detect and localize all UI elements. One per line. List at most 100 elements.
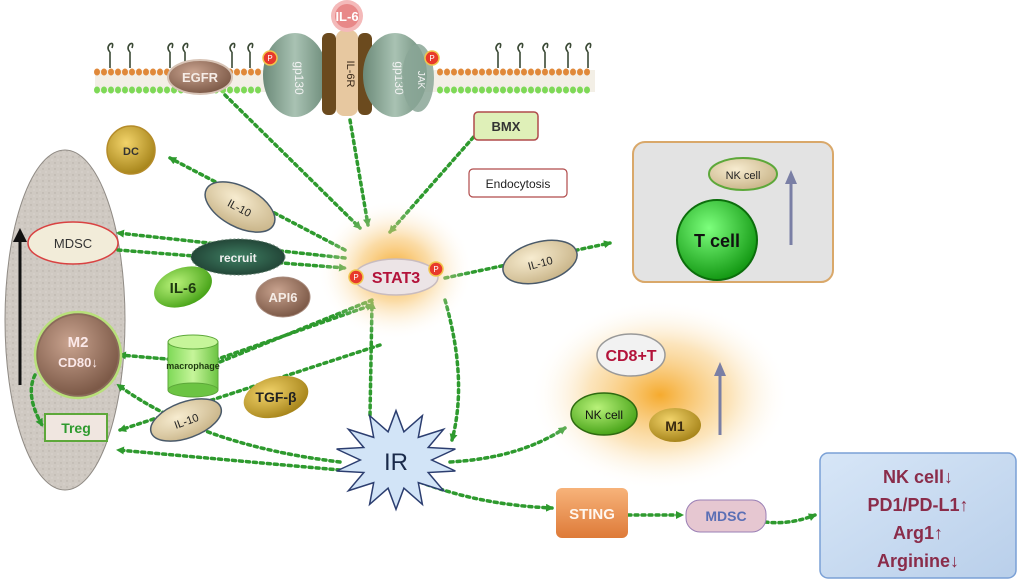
tcell-box: NK cell T cell (632, 141, 834, 283)
gp130-left-label: gp130 (292, 61, 306, 95)
lipid-head (115, 86, 121, 94)
membrane-receptor-glyph (167, 42, 174, 68)
lipid-head (577, 86, 583, 94)
il10-right-node: IL-10 (502, 239, 578, 285)
membrane-receptors (107, 42, 592, 68)
lipid-head (535, 68, 541, 76)
phospho-badge (424, 50, 440, 66)
recruit-label: recruit (219, 251, 256, 265)
lipid-head (549, 68, 555, 76)
membrane-receptor-glyph (107, 42, 114, 68)
il6-ligand-label: IL-6 (335, 9, 358, 24)
mdsc-bottom-label: MDSC (705, 508, 746, 524)
lipid-head (164, 86, 170, 94)
lipid-head (542, 68, 548, 76)
pathway-arrows (29, 93, 817, 525)
lipid-head (542, 86, 548, 94)
lipid-head (500, 68, 506, 76)
mdsc-bottom-node: MDSC (685, 499, 767, 533)
lipid-head (241, 86, 247, 94)
endocytosis-node: Endocytosis (468, 168, 568, 198)
phospho-label: P (353, 273, 358, 282)
lipid-head (122, 68, 128, 76)
treg-label: Treg (61, 420, 91, 436)
lipid-head (472, 68, 478, 76)
lipid-head (458, 86, 464, 94)
lipid-head (150, 68, 156, 76)
membrane-receptor-glyph (565, 42, 572, 68)
phospho-label: P (429, 54, 434, 63)
arrow-receptor-stat3 (348, 118, 371, 227)
arrow-ir-treg (116, 446, 342, 472)
lipid-head (451, 86, 457, 94)
lipid-head (521, 68, 527, 76)
lipid-head (479, 86, 485, 94)
lipid-head (528, 68, 534, 76)
lipid-head (437, 68, 443, 76)
lipid-head (241, 68, 247, 76)
lipid-head (150, 86, 156, 94)
lipid-head (129, 68, 135, 76)
egfr-node: EGFR (167, 59, 233, 95)
il6-node: IL-6 (154, 266, 212, 308)
lipid-head (101, 68, 107, 76)
membrane-receptor-glyph (247, 42, 254, 68)
lipid-head (227, 86, 233, 94)
dc-label: DC (123, 146, 139, 158)
treg-node: Treg (44, 413, 108, 442)
result-box: NK cell↓ PD1/PD-L1↑ Arg1↑ Arginine↓ (819, 452, 1017, 579)
lipid-head (94, 86, 100, 94)
il6-label: IL-6 (170, 280, 197, 297)
lipid-head (234, 86, 240, 94)
lipid-head (493, 86, 499, 94)
phospho-badge (428, 261, 444, 277)
il6r-shape (336, 30, 358, 116)
lipid-head (563, 86, 569, 94)
lipid-head (157, 86, 163, 94)
lipid-head (108, 86, 114, 94)
lipid-head (465, 68, 471, 76)
lipid-head (248, 68, 254, 76)
lipid-head (493, 68, 499, 76)
cd80-label: CD80↓ (58, 355, 98, 370)
recruit-node: recruit (190, 238, 286, 276)
arrow-ir-m2 (116, 383, 342, 464)
lipid-head (157, 68, 163, 76)
endocytosis-label: Endocytosis (486, 177, 551, 191)
stat3-label: STAT3 (372, 270, 420, 287)
membrane-receptor-glyph (517, 42, 524, 68)
lipid-head (108, 68, 114, 76)
lipid-head (437, 86, 443, 94)
lipid-head (451, 68, 457, 76)
il10-top-node: IL-10 (204, 181, 276, 233)
tgfb-node: TGF-β (243, 375, 309, 419)
lipid-head (458, 68, 464, 76)
lipid-head (444, 68, 450, 76)
api6-label: API6 (269, 290, 298, 305)
lipid-head (556, 86, 562, 94)
result-line-2: PD1/PD-L1↑ (867, 495, 968, 515)
arrow-mdsc-result (763, 513, 817, 525)
lipid-head (479, 68, 485, 76)
lipid-head (101, 86, 107, 94)
lipid-head (472, 86, 478, 94)
m2-node: M2 CD80↓ (33, 310, 123, 400)
gp130-left-shape (263, 33, 327, 117)
il6r-label: IL-6R (344, 61, 356, 88)
jak-label: JAK (415, 71, 426, 90)
cd8-label: CD8+T (605, 348, 656, 365)
membrane-receptor-glyph (542, 42, 549, 68)
lipid-head (486, 86, 492, 94)
lipid-head (143, 86, 149, 94)
lipid-head (535, 86, 541, 94)
lipid-head (465, 86, 471, 94)
tcell-box-nk-label: NK cell (726, 170, 761, 182)
lipid-head (556, 68, 562, 76)
macrophage-label: macrophage (166, 361, 220, 371)
api6-node: API6 (255, 276, 311, 318)
bmx-node: BMX (473, 111, 539, 141)
tcell-label: T cell (694, 231, 740, 251)
membrane-receptor-glyph (585, 42, 592, 68)
lipid-head (136, 68, 142, 76)
